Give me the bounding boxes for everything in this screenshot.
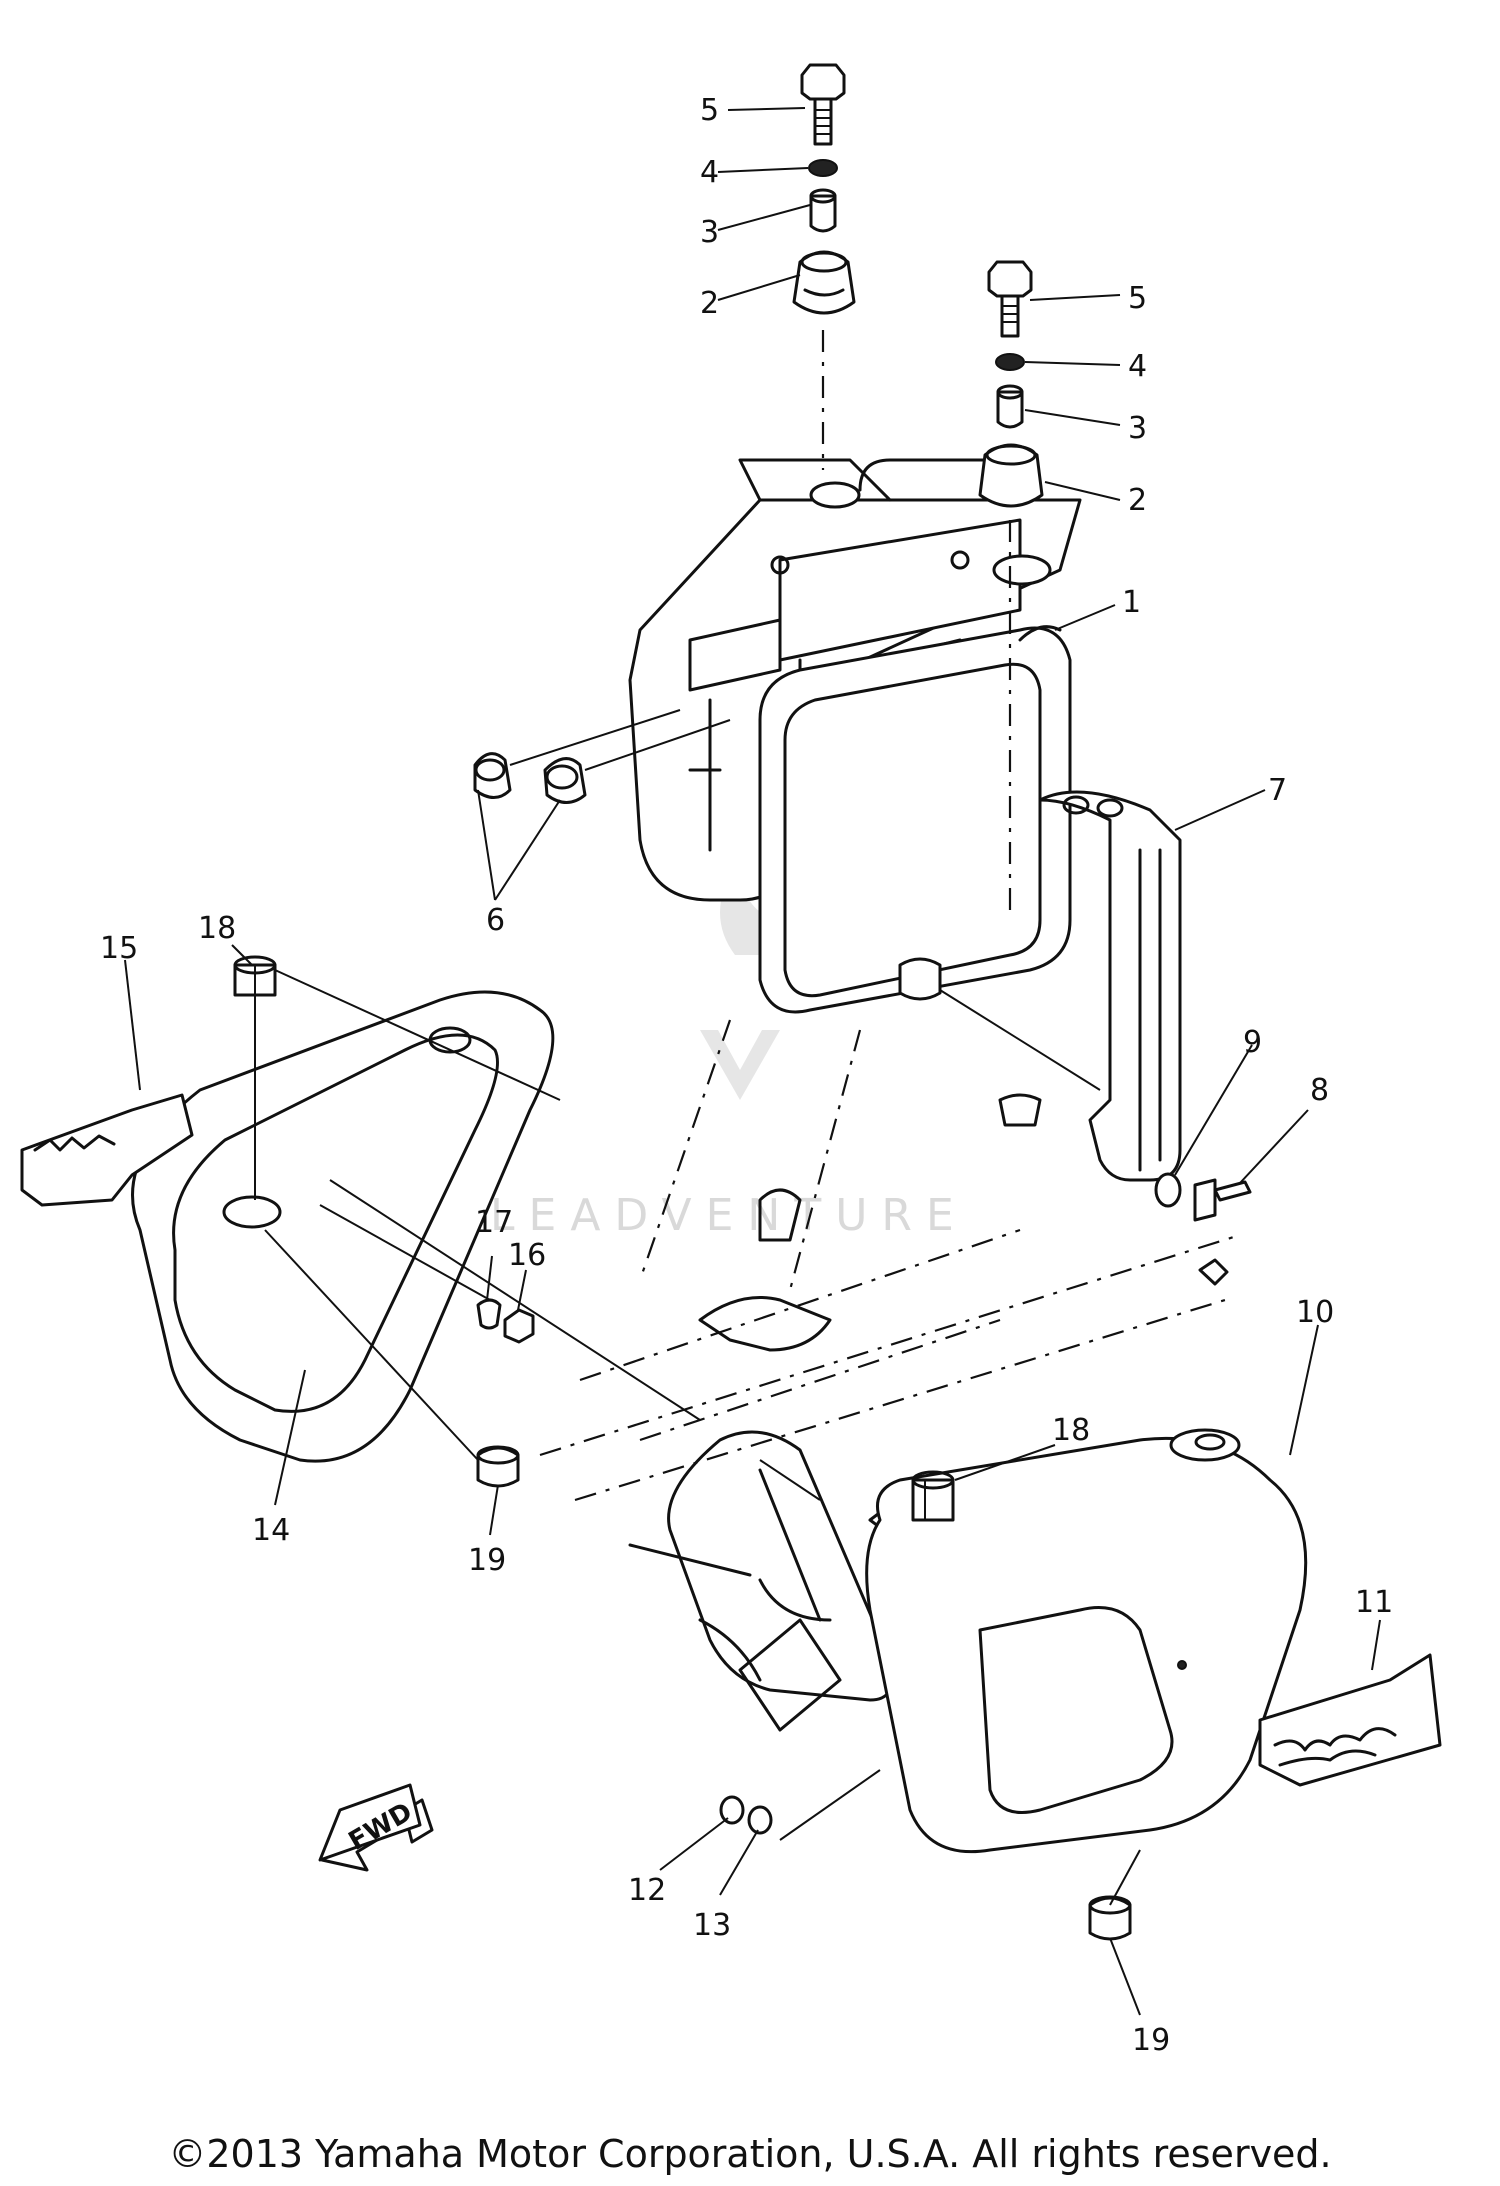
callout-11: 11 xyxy=(1355,1585,1393,1620)
battery-band xyxy=(758,625,1072,1014)
grommets xyxy=(473,709,731,804)
callout-8: 8 xyxy=(1310,1073,1329,1108)
small-parts xyxy=(233,955,1252,1941)
bolt-stack-right xyxy=(978,260,1044,920)
callout-15: 15 xyxy=(100,931,138,966)
callout-4-left: 4 xyxy=(700,155,719,190)
bolt-stack-left xyxy=(792,63,856,470)
callout-12: 12 xyxy=(628,1873,666,1908)
right-side-cover xyxy=(865,1428,1308,1854)
frame xyxy=(539,1019,1241,1732)
copyright-notice: ©2013 Yamaha Motor Corporation, U.S.A. A… xyxy=(168,2132,1332,2176)
fwd-arrow-icon: FWD xyxy=(318,1783,434,1872)
callout-18-right: 18 xyxy=(1052,1413,1090,1448)
callout-17: 17 xyxy=(475,1205,513,1240)
strap xyxy=(1038,790,1182,1182)
callout-10: 10 xyxy=(1296,1295,1334,1330)
callout-leaders xyxy=(124,107,1381,2016)
watermark-text: LEADVENTURE xyxy=(490,1190,968,1241)
emblem-right xyxy=(1258,1653,1442,1787)
callout-1: 1 xyxy=(1122,585,1141,620)
callout-18-left: 18 xyxy=(198,911,236,946)
callout-4-right: 4 xyxy=(1128,349,1147,384)
callout-19-left: 19 xyxy=(468,1543,506,1578)
emblem-left xyxy=(20,1093,194,1207)
callout-14: 14 xyxy=(252,1513,290,1548)
callout-13: 13 xyxy=(693,1908,731,1943)
callout-16: 16 xyxy=(508,1238,546,1273)
callout-3-right: 3 xyxy=(1128,411,1147,446)
callout-2-left: 2 xyxy=(700,286,719,321)
callout-3-left: 3 xyxy=(700,215,719,250)
callout-2-right: 2 xyxy=(1128,483,1147,518)
callout-9: 9 xyxy=(1243,1025,1262,1060)
callout-numbers: 5 4 3 2 5 4 3 2 1 6 7 9 8 10 11 12 13 14… xyxy=(100,93,1393,2058)
callout-19-right: 19 xyxy=(1132,2023,1170,2058)
callout-6: 6 xyxy=(486,903,505,938)
callout-5-right: 5 xyxy=(1128,281,1147,316)
callout-7: 7 xyxy=(1268,773,1287,808)
assembly-lines xyxy=(254,965,1141,1906)
callout-5-left: 5 xyxy=(700,93,719,128)
